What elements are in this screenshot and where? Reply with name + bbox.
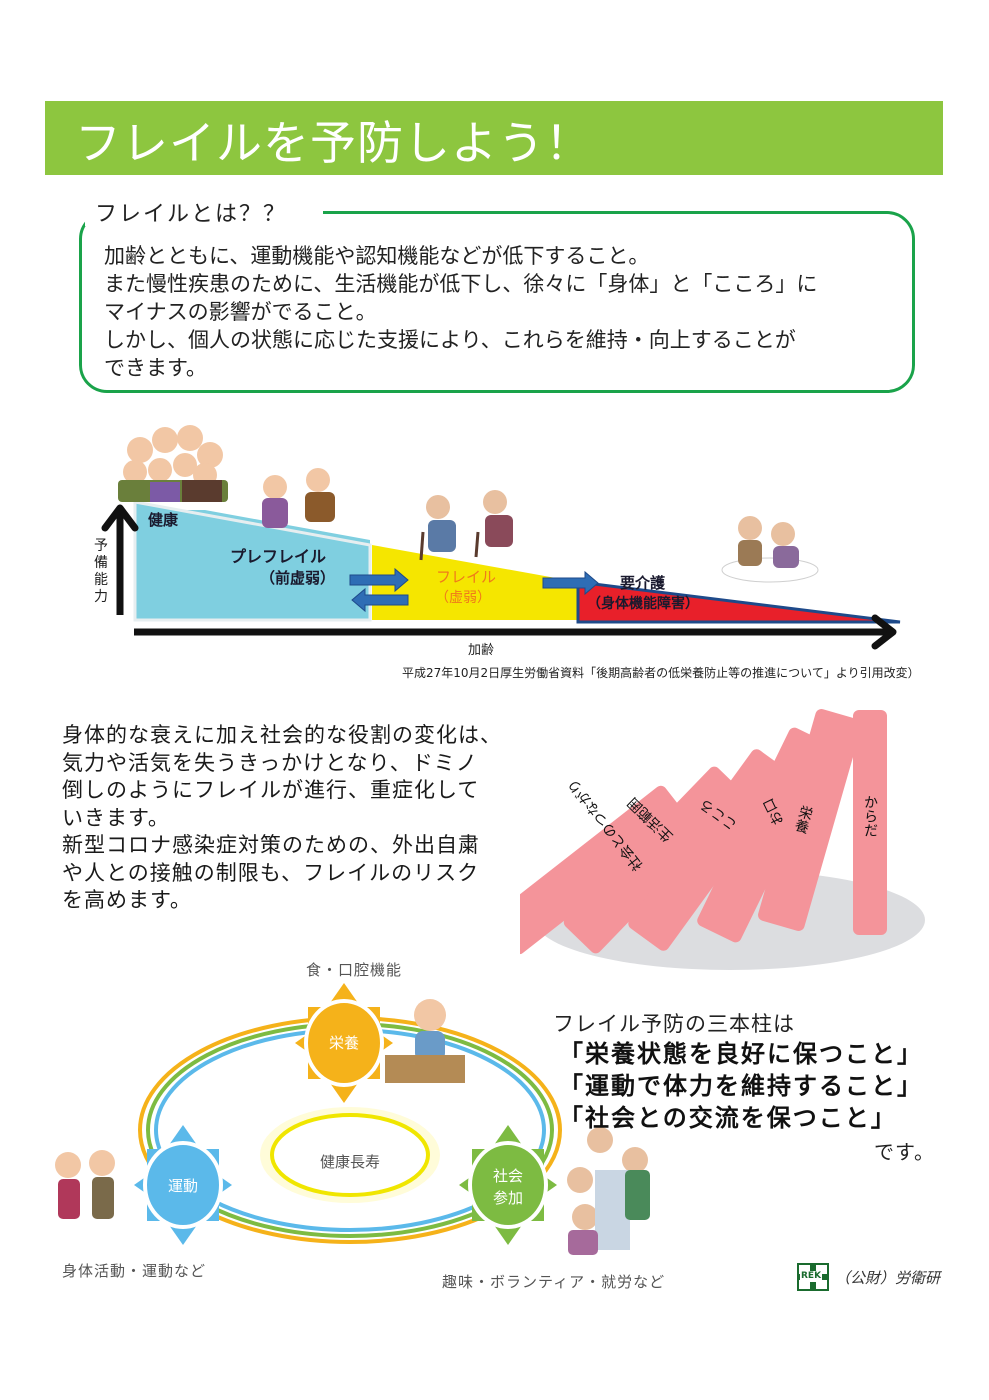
- eating-man-illustration: [385, 999, 465, 1083]
- definition-line: 加齢とともに、運動機能や認知機能などが低下すること。: [104, 244, 650, 268]
- frail-couple-illustration: [419, 490, 513, 561]
- page-title: フレイルを予防しよう！: [75, 116, 592, 170]
- domino-line: 倒しのようにフレイルが進行、重症化して: [62, 778, 480, 802]
- definition-line: しかし、個人の状態に応じた支援により、これらを維持・向上することが: [104, 328, 796, 352]
- logo-text: （公財）労衛研: [835, 1268, 941, 1287]
- prefrail-couple-illustration: [262, 468, 335, 528]
- frailty-slope-graphic: 健康 プレフレイル （前虚弱） フレイル （虚弱） 要介護 （身体機能障害） 予…: [94, 425, 901, 658]
- three-pillars-text: フレイル予防の三本柱は 「栄養状態を良好に保つこと」 「運動で体力を維持すること…: [553, 1008, 953, 1165]
- social-node: [459, 1125, 557, 1245]
- pillar-nutrition: 「栄養状態を良好に保つこと」: [559, 1040, 923, 1068]
- definition-line: できます。: [104, 356, 207, 380]
- title-banner: フレイルを予防しよう！: [45, 101, 943, 175]
- exercise-label: 運動: [168, 1177, 198, 1195]
- pillar-exercise: 「運動で体力を維持すること」: [559, 1072, 923, 1100]
- center-label: 健康長寿: [320, 1153, 380, 1171]
- pillar-social: 「社会との交流を保つこと」: [559, 1104, 897, 1132]
- frailty-stage-diagram: 健康 プレフレイル （前虚弱） フレイル （虚弱） 要介護 （身体機能障害） 予…: [90, 410, 940, 680]
- stage-label-frail: フレイル: [436, 568, 496, 586]
- nutrition-node: [295, 983, 393, 1103]
- domino-line: 新型コロナ感染症対策のための、外出自粛: [62, 833, 480, 857]
- definition-box: [79, 211, 915, 393]
- exercise-caption: 身体活動・運動など: [62, 1262, 207, 1280]
- exercise-node: [134, 1125, 232, 1245]
- y-axis-label: 予備能力: [94, 538, 108, 605]
- rek-cross-icon: REK: [797, 1263, 829, 1291]
- domino-graphic: 社会とのつながり 生活範囲 こころ お口 栄養 からだ: [490, 700, 940, 980]
- domino-label-body: からだ: [862, 795, 878, 837]
- domino-line: 身体的な衰えに加え社会的な役割の変化は、: [62, 723, 502, 747]
- walking-couple-illustration: [55, 1150, 115, 1219]
- definition-heading-gap: [85, 196, 323, 226]
- x-axis-label: 加齢: [468, 643, 494, 658]
- definition-body: 加齢とともに、運動機能や認知機能などが低下すること。 また慢性疾患のために、生活…: [104, 242, 904, 382]
- nutrition-caption: 食・口腔機能: [306, 961, 403, 979]
- definition-line: また慢性疾患のために、生活機能が低下し、徐々に「身体」と「こころ」に: [104, 272, 818, 296]
- stage-label-prefrail: プレフレイル: [230, 547, 326, 566]
- social-caption: 趣味・ボランティア・就労など: [442, 1273, 666, 1291]
- domino-line: を高めます。: [62, 888, 192, 912]
- care-couple-illustration: [721, 516, 819, 583]
- social-label-1: 社会: [493, 1167, 523, 1185]
- stage-label-prefrail-sub: （前虚弱）: [260, 569, 335, 587]
- definition-line: マイナスの影響がでること。: [104, 300, 377, 324]
- stage-label-frail-sub: （虚弱）: [435, 590, 491, 606]
- pillars-ending: です。: [874, 1140, 935, 1164]
- social-label-2: 参加: [493, 1189, 523, 1207]
- stage-label-care: 要介護: [620, 574, 666, 592]
- three-pillars-diagram: 栄養 運動 社会 参加 健康長寿 食・口腔機能 身体活動・運動など 趣味・ボラン…: [40, 955, 680, 1295]
- stage-label-care-sub: （身体機能障害）: [587, 595, 699, 612]
- domino-line: 気力や活気を失うきっかけとなり、ドミノ: [62, 750, 478, 775]
- domino-line: や人との接触の制限も、フレイルのリスク: [62, 860, 480, 885]
- pillars-intro: フレイル予防の三本柱は: [553, 1012, 795, 1036]
- healthy-crowd-illustration: [118, 425, 228, 502]
- logo-mark-text: REK: [800, 1271, 823, 1282]
- definition-heading: フレイルとは？？: [95, 202, 288, 227]
- organization-logo: REK （公財）労衛研: [797, 1263, 940, 1291]
- domino-description: 身体的な衰えに加え社会的な役割の変化は、 気力や活気を失うきっかけとなり、ドミノ…: [62, 722, 532, 915]
- domino-line: いきます。: [62, 805, 170, 830]
- nutrition-label: 栄養: [329, 1034, 359, 1052]
- source-citation: 平成27年10月2日厚生労働省資料「後期高齢者の低栄養防止等の推進について」より…: [402, 666, 920, 680]
- social-group-illustration: [567, 1127, 650, 1255]
- stage-label-healthy: 健康: [148, 511, 179, 529]
